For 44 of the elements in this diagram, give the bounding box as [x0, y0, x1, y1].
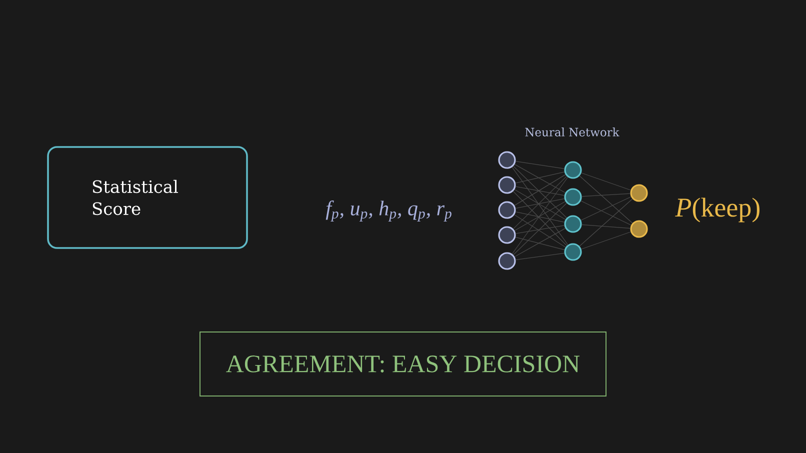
connection-line: [515, 172, 565, 184]
connection-line: [515, 198, 565, 209]
connection-line: [515, 161, 565, 169]
connection-line: [513, 166, 567, 218]
neuron-circle: [564, 215, 582, 233]
connection-line: [580, 196, 632, 221]
connection-line: [514, 201, 566, 231]
neuron-circle: [498, 176, 516, 194]
connection-line: [515, 236, 565, 250]
connection-line: [580, 200, 632, 226]
connection-line: [512, 176, 568, 230]
neuron-circle: [564, 188, 582, 206]
connection-line: [513, 202, 567, 256]
neuron-circle: [630, 184, 648, 202]
connection-line: [515, 212, 565, 222]
connection-line: [514, 214, 566, 248]
connection-line: [514, 174, 566, 206]
connection-line: [512, 190, 568, 246]
connection-line: [581, 232, 631, 250]
connection-line: [514, 164, 566, 193]
connection-line: [579, 176, 633, 224]
connection-line: [512, 176, 568, 254]
connection-line: [581, 172, 631, 190]
input-variables: f$_{p}$, u$_{p}$, h$_{p}$, q$_{p}$, r$_{p}$: [326, 200, 452, 222]
network-title: Neural Network: [525, 128, 620, 136]
connection-line: [515, 225, 565, 234]
neuron-circle: [498, 226, 516, 244]
score-box: Statistical Score: [47, 146, 248, 249]
connection-line: [515, 252, 565, 260]
neuron-circle: [498, 201, 516, 219]
neuron-circle: [564, 243, 582, 261]
neuron-circle: [630, 220, 648, 238]
connection-line: [582, 193, 631, 197]
connection-line: [579, 198, 633, 246]
neuron-circle: [564, 161, 582, 179]
connection-line: [514, 189, 566, 220]
connection-line: [514, 228, 566, 257]
connection-line: [515, 186, 565, 196]
decision-box: AGREEMENT: EASY DECISION: [200, 332, 606, 396]
neuron-circle: [498, 151, 516, 169]
connection-line: [512, 166, 568, 246]
output-probability: P(keep): [675, 198, 760, 222]
connection-line: [581, 224, 631, 229]
neuron-circle: [498, 252, 516, 270]
